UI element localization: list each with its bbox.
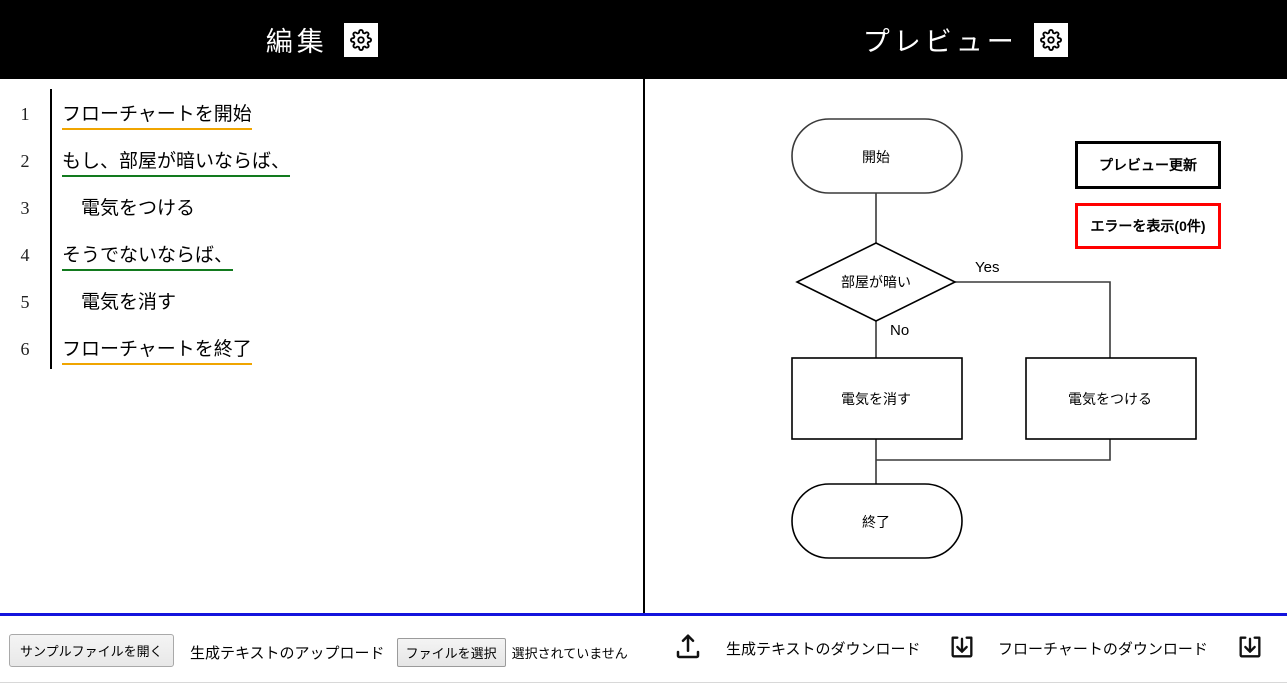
editor-line-4[interactable]: 4 そうでないならば、 (0, 232, 643, 279)
line-number: 6 (20, 339, 30, 359)
line-content[interactable]: フローチャートを終了 (62, 334, 252, 365)
line-number: 5 (20, 292, 30, 312)
show-errors-button[interactable]: エラーを表示(0件) (1075, 203, 1221, 249)
editor-pane[interactable]: 1 フローチャートを開始 2 もし、部屋が暗いならば、 3 電気をつける 4 そ… (0, 79, 643, 613)
download-text-group[interactable]: 生成テキストのダウンロード (726, 638, 921, 659)
edge-decide-on (955, 281, 1111, 358)
flowchart-edges (875, 193, 1111, 484)
upload-icon[interactable] (673, 632, 703, 662)
file-status-text: 選択されていません (511, 646, 628, 661)
preview-pane: 開始 部屋が暗い Yes No 電気を消す 電気をつける (645, 79, 1287, 613)
upload-label: 生成テキストのアップロード (190, 645, 385, 662)
sample-file-group: サンプルファイルを開く (9, 634, 174, 667)
flow-node-start: 開始 (791, 118, 963, 194)
preview-settings-gear-icon[interactable] (1033, 22, 1068, 57)
line-content[interactable]: そうでないならば、 (62, 240, 234, 271)
flowchart-canvas: 開始 部屋が暗い Yes No 電気を消す 電気をつける (791, 118, 1197, 559)
download-chart-label: フローチャートのダウンロード (998, 641, 1208, 658)
flow-node-off-label: 電気を消す (841, 391, 911, 407)
line-number: 2 (20, 151, 30, 171)
upload-icon-button[interactable] (673, 632, 703, 662)
edge-label-no: No (890, 322, 909, 339)
flow-node-start-label: 開始 (862, 149, 890, 165)
download-chart-group[interactable]: フローチャートのダウンロード (998, 638, 1208, 659)
header-preview-section: プレビュー (644, 0, 1287, 79)
download-text-label: 生成テキストのダウンロード (726, 641, 921, 658)
flow-node-decide-label: 部屋が暗い (841, 274, 911, 290)
download-text-icon-button[interactable] (948, 633, 976, 661)
flow-node-decide: 部屋が暗い (795, 242, 957, 322)
editor-line-1[interactable]: 1 フローチャートを開始 (0, 91, 643, 138)
toolbar-bottom-divider (0, 682, 1287, 683)
line-number: 3 (20, 198, 30, 218)
edge-label-yes: Yes (975, 259, 999, 276)
line-content[interactable]: フローチャートを開始 (62, 99, 252, 130)
flow-node-on: 電気をつける (1025, 357, 1197, 440)
upload-group: 生成テキストのアップロード ファイルを選択 選択されていません (190, 638, 628, 667)
update-preview-button[interactable]: プレビュー更新 (1075, 141, 1221, 189)
line-content[interactable]: 電気をつける (62, 198, 196, 219)
editor-settings-gear-icon[interactable] (343, 22, 378, 57)
line-number: 4 (20, 245, 30, 265)
flow-node-end: 終了 (791, 483, 963, 559)
toolbar-top-divider (0, 613, 1287, 616)
editor-line-3[interactable]: 3 電気をつける (0, 185, 643, 232)
main-panes: 1 フローチャートを開始 2 もし、部屋が暗いならば、 3 電気をつける 4 そ… (0, 79, 1287, 613)
editor-line-2[interactable]: 2 もし、部屋が暗いならば、 (0, 138, 643, 185)
line-content[interactable]: もし、部屋が暗いならば、 (62, 146, 291, 177)
gutter-divider (50, 89, 52, 369)
editor-line-5[interactable]: 5 電気を消す (0, 279, 643, 326)
editor-panel-title: 編集 (265, 27, 328, 57)
editor-line-6[interactable]: 6 フローチャートを終了 (0, 326, 643, 373)
pane-divider (643, 79, 645, 613)
flow-node-off: 電気を消す (791, 357, 963, 440)
edge-on-end (876, 439, 1111, 461)
download-chart-icon-button[interactable] (1236, 633, 1264, 661)
flow-node-on-label: 電気をつける (1068, 391, 1152, 407)
line-content[interactable]: 電気を消す (62, 292, 177, 313)
download-icon[interactable] (948, 633, 976, 661)
open-sample-file-button[interactable]: サンプルファイルを開く (9, 634, 174, 667)
flow-node-end-label: 終了 (862, 514, 890, 530)
header-editor-section: 編集 (0, 0, 644, 79)
line-number: 1 (20, 104, 30, 124)
bottom-toolbar: サンプルファイルを開く 生成テキストのアップロード ファイルを選択 選択されてい… (0, 616, 1287, 700)
preview-panel-title: プレビュー (862, 27, 1018, 57)
choose-file-button[interactable]: ファイルを選択 (396, 638, 506, 667)
download-icon[interactable] (1236, 633, 1264, 661)
top-header: 編集 プレビュー (0, 0, 1287, 79)
